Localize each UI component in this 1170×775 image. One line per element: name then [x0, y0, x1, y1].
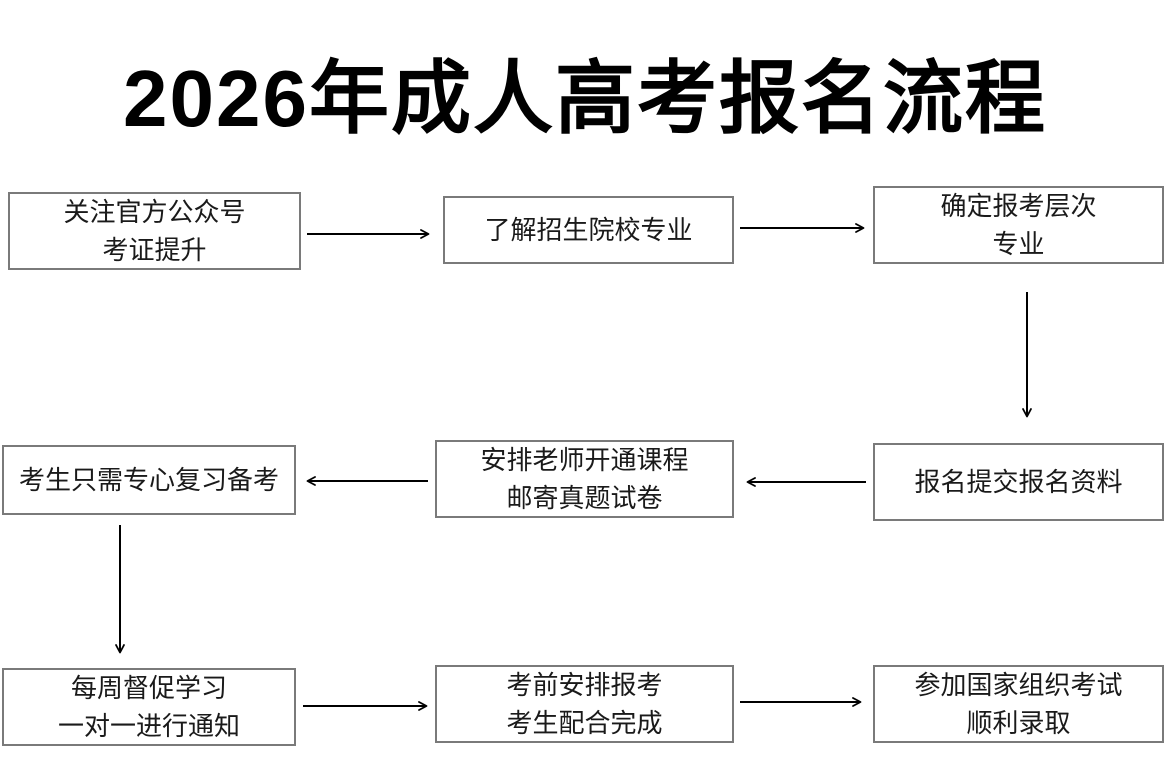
flow-step-2-line-1: 了解招生院校专业 [484, 215, 693, 245]
flow-step-learn-schools: 了解招生院校专业 [443, 196, 734, 264]
flow-step-8-line-1: 考前安排报考 [506, 670, 663, 700]
flow-step-5-line-1: 安排老师开通课程 [480, 445, 689, 475]
flow-step-9-line-1: 参加国家组织考试 [914, 670, 1123, 700]
flow-step-submit-materials: 报名提交报名资料 [873, 443, 1164, 521]
flow-step-choose-level: 确定报考层次 专业 [873, 186, 1164, 264]
flow-step-1-line-2: 考证提升 [102, 235, 207, 265]
flow-step-1-line-1: 关注官方公众号 [63, 197, 246, 227]
flow-step-6-line-1: 考生只需专心复习备考 [18, 465, 279, 495]
flow-step-take-exam: 参加国家组织考试 顺利录取 [873, 665, 1164, 743]
flow-step-3-line-1: 确定报考层次 [940, 191, 1097, 221]
flow-step-7-line-2: 一对一进行通知 [57, 711, 240, 741]
flow-step-focus-review: 考生只需专心复习备考 [2, 445, 296, 515]
flow-step-9-line-2: 顺利录取 [966, 708, 1071, 738]
flow-step-8-line-2: 考生配合完成 [506, 708, 663, 738]
flow-step-5-line-2: 邮寄真题试卷 [506, 483, 663, 513]
flow-step-3-line-2: 专业 [992, 229, 1045, 259]
flow-step-4-line-1: 报名提交报名资料 [914, 467, 1123, 497]
flow-step-preexam-arrangement: 考前安排报考 考生配合完成 [435, 665, 734, 743]
flow-step-follow-account: 关注官方公众号 考证提升 [8, 192, 301, 270]
page-title: 2026年成人高考报名流程 [123, 54, 1047, 143]
flow-step-weekly-supervision: 每周督促学习 一对一进行通知 [2, 668, 296, 746]
flow-step-open-courses: 安排老师开通课程 邮寄真题试卷 [435, 440, 734, 518]
flow-step-7-line-1: 每周督促学习 [70, 673, 227, 703]
